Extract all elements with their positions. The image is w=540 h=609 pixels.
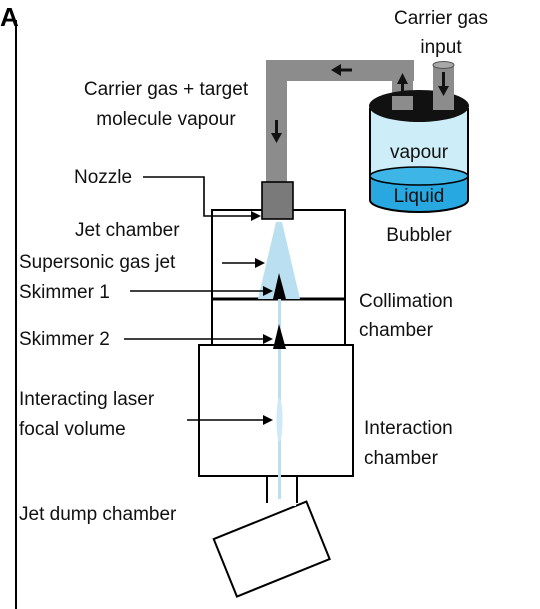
collimation-chamber-label: Collimation [359, 291, 453, 312]
skimmer-1-leader-arrowhead [263, 286, 273, 296]
nozzle-label: Nozzle [74, 167, 132, 188]
skimmer-1 [273, 273, 286, 299]
nozzle [261, 181, 294, 220]
laser-leader-arrowhead [263, 415, 273, 425]
inlet-arrow-down-icon [438, 86, 449, 96]
skimmer-2-label: Skimmer 2 [19, 329, 110, 350]
skimmer-2-leader-arrowhead [263, 334, 273, 344]
liquid-label: Liquid [394, 186, 445, 207]
interaction-chamber [198, 344, 354, 477]
laser-focal-volume-label: Interacting laser [19, 389, 155, 410]
supersonic-gas-jet-label: Supersonic gas jet [19, 252, 176, 273]
bubbler [369, 61, 469, 213]
carrier-plus-vapour-label: Carrier gas + target [84, 79, 249, 100]
carrier-gas-input-label-line2: input [420, 37, 462, 58]
carrier-plus-vapour-label-line2: molecule vapour [96, 109, 236, 130]
vapour-label: vapour [390, 142, 449, 163]
jet-leader-arrowhead [255, 258, 265, 268]
carrier-gas-input-label: Carrier gas [394, 8, 488, 29]
flow-arrow-up-icon [397, 73, 408, 84]
nozzle-leader-arrowhead [251, 211, 261, 221]
panel-label: A [0, 2, 19, 32]
carrier-gas-pipe [266, 60, 414, 184]
bubbler-label: Bubbler [386, 225, 452, 246]
skimmer-1-label: Skimmer 1 [19, 282, 110, 303]
jet-chamber-label: Jet chamber [75, 220, 180, 241]
supersonic-gas-jet [258, 222, 300, 299]
skimmer-2 [273, 324, 286, 349]
laser-focal-volume [276, 398, 283, 442]
jet-dump-chamber [212, 475, 331, 598]
jet-dump-chamber-label: Jet dump chamber [19, 504, 177, 525]
flow-arrow-down-icon [271, 133, 282, 143]
interaction-chamber-label: Interaction [364, 418, 453, 439]
laser-focal-volume-label-line2: focal volume [19, 419, 126, 440]
nozzle-leader [143, 176, 252, 217]
collimation-chamber-label-line2: chamber [359, 320, 434, 341]
interaction-chamber-label-line2: chamber [364, 448, 439, 469]
flow-arrow-left-icon [331, 64, 341, 76]
